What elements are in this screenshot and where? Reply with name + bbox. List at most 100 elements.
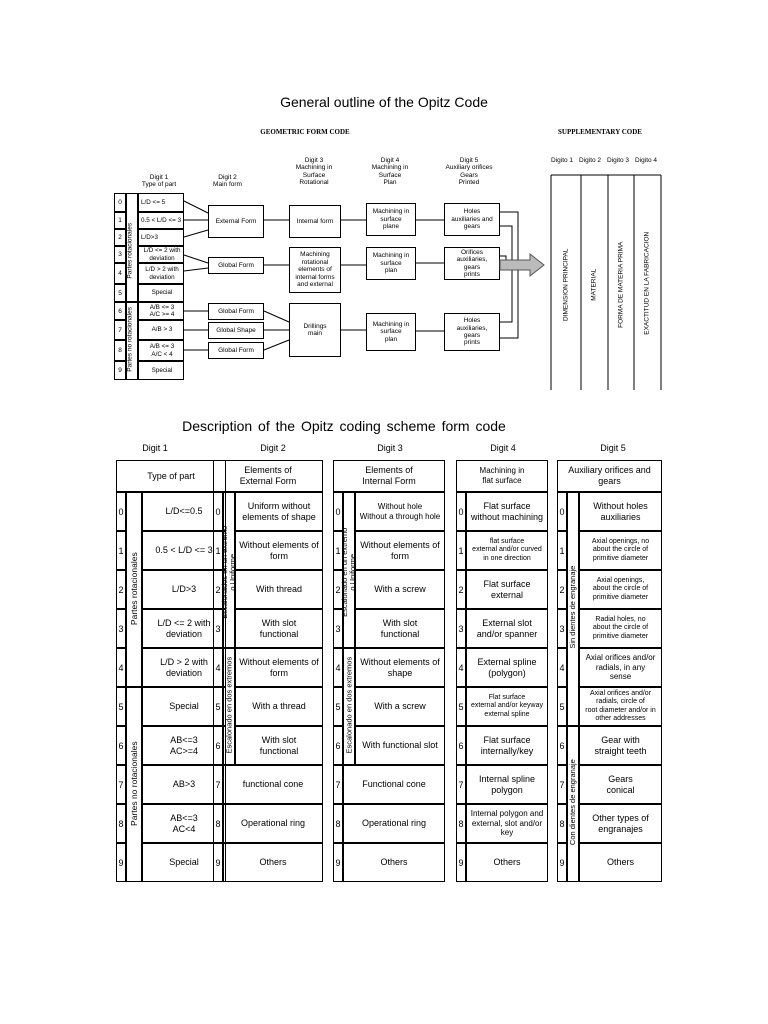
- bottom-row-number: 5: [333, 687, 343, 726]
- bottom-row-number: 4: [557, 648, 567, 687]
- supp-digit-2: Digito 2: [579, 157, 602, 164]
- top-row-criteria: Special: [138, 284, 184, 302]
- bottom-cell: Without elements of shape: [355, 648, 445, 687]
- bottom-row-number: 7: [456, 765, 466, 804]
- supp-digit-4: Digito 4: [635, 157, 658, 164]
- bottom-cell: AB<=3 AC<4: [142, 804, 226, 843]
- top-row-number: 7: [114, 320, 126, 340]
- supplementary-frame: [550, 174, 662, 390]
- digit3-label: Digit 3 Machining in Surface Rotational: [295, 157, 333, 187]
- bottom-row-number: 5: [213, 687, 223, 726]
- bottom-row-number: 7: [116, 765, 126, 804]
- bottom-row-number: 6: [333, 726, 343, 765]
- bottom-cell: Operational ring: [223, 804, 323, 843]
- d2-global-form-box: Global Form: [208, 257, 264, 274]
- bottom-cell: L/D > 2 with deviation: [142, 648, 226, 687]
- top-row-criteria: L/D>3: [138, 229, 184, 246]
- bottom-row-number: 0: [456, 492, 466, 531]
- bottom-row-number: 5: [116, 687, 126, 726]
- bottom-row-number: 9: [213, 843, 223, 882]
- bottom-cell: With slot functional: [235, 726, 323, 765]
- bottom-cell: Without hole Without a through hole: [355, 492, 445, 531]
- bottom-digit-label: Digit 4: [490, 443, 516, 453]
- bottom-cell: functional cone: [223, 765, 323, 804]
- bottom-group-frame: [223, 648, 235, 765]
- bottom-column-header: Elements of External Form: [213, 460, 323, 492]
- bottom-row-number: 6: [557, 726, 567, 765]
- d3-machining-rotational-box: Machining rotational elements of interna…: [289, 247, 341, 293]
- bottom-row-number: 5: [557, 687, 567, 726]
- top-row-criteria: L/D > 2 with deviation: [138, 263, 184, 284]
- bottom-group-label: Sin dientes de engranaje: [567, 565, 577, 649]
- bottom-group-label: Escalonado en dos extremos: [223, 656, 233, 753]
- bottom-row-number: 4: [333, 648, 343, 687]
- d2-external-form-box: External Form: [208, 205, 264, 238]
- bottom-row-number: 3: [557, 609, 567, 648]
- top-row-number: 3: [114, 246, 126, 263]
- bottom-row-number: 8: [557, 804, 567, 843]
- bottom-cell: Others: [343, 843, 445, 882]
- d2-global-form-box-2: Global Form: [208, 303, 264, 320]
- bottom-row-number: 6: [456, 726, 466, 765]
- supp-digit-1: Digito 1: [551, 157, 574, 164]
- bottom-row-number: 9: [116, 843, 126, 882]
- bottom-group-frame: [567, 726, 579, 882]
- bottom-cell: With slot functional: [235, 609, 323, 648]
- bottom-row-number: 9: [456, 843, 466, 882]
- top-row-number: 0: [114, 193, 126, 212]
- bottom-cell: With a screw: [355, 570, 445, 609]
- bottom-row-number: 3: [213, 609, 223, 648]
- top-row-number: 9: [114, 361, 126, 380]
- bottom-row-number: 3: [116, 609, 126, 648]
- bottom-row-number: 7: [557, 765, 567, 804]
- digit5-label: Digit 5 Auxiliary orifices Gears Printed: [445, 157, 493, 187]
- bottom-row-number: 2: [116, 570, 126, 609]
- bottom-cell: External slot and/or spanner: [466, 609, 548, 648]
- bottom-row-number: 8: [333, 804, 343, 843]
- bottom-cell: Others: [466, 843, 548, 882]
- bottom-cell: L/D <= 2 with deviation: [142, 609, 226, 648]
- d3-drillings-box: Drillings main: [289, 303, 341, 357]
- bottom-cell: External spline (polygon): [466, 648, 548, 687]
- bottom-group-label: Escalonados en un extremo o Uniforme: [219, 525, 237, 619]
- d5-orifices-box: Orifices auxiliaries, gears prints: [444, 247, 500, 280]
- bottom-cell: Uniform without elements of shape: [235, 492, 323, 531]
- d2-global-form-box-3: Global Form: [208, 342, 264, 359]
- bottom-group-frame: [567, 492, 579, 726]
- bottom-digit-label: Digit 3: [377, 443, 403, 453]
- bottom-cell: Flat surface internally/key: [466, 726, 548, 765]
- supp-vertical-2: MATERIAL: [590, 268, 598, 301]
- bottom-group-frame: [223, 492, 235, 648]
- bottom-row-number: 2: [456, 570, 466, 609]
- top-row-number: 4: [114, 263, 126, 284]
- bottom-row-number: 1: [116, 531, 126, 570]
- bottom-cell: Without holes auxiliaries: [579, 492, 662, 531]
- bottom-row-number: 3: [456, 609, 466, 648]
- bottom-row-number: 4: [456, 648, 466, 687]
- bottom-row-number: 2: [557, 570, 567, 609]
- d5-holes-prints-box: Holes auxiliaries, gears prints: [444, 313, 500, 351]
- supp-vertical-3: FORMA DE MATERIA PRIMA: [617, 241, 625, 328]
- bottom-cell: Others: [223, 843, 323, 882]
- bottom-group-label: Partes rotacionales: [128, 551, 139, 625]
- bottom-cell: Flat surface without machining: [466, 492, 548, 531]
- bottom-cell: L/D<=0.5: [142, 492, 226, 531]
- bottom-cell: Without elements of form: [235, 531, 323, 570]
- bottom-cell: Flat surface external and/or keyway exte…: [466, 687, 548, 726]
- bottom-row-number: 7: [333, 765, 343, 804]
- top-row-criteria: Special: [138, 361, 184, 380]
- supp-vertical-4: EXACTITUD EN LA FABRICACION: [643, 231, 651, 335]
- bottom-digit-label: Digit 2: [260, 443, 286, 453]
- bottom-cell: 0.5 < L/D <= 3: [142, 531, 226, 570]
- bottom-row-number: 6: [116, 726, 126, 765]
- d4-machining-plan-box-2: Machining in surface plan: [366, 313, 416, 351]
- digit1-label: Digit 1 Type of part: [141, 174, 177, 189]
- bottom-row-number: 9: [333, 843, 343, 882]
- bottom-cell: With a screw: [355, 687, 445, 726]
- flow-connectors: [183, 200, 545, 351]
- d4-machining-plane-box: Machining in surface plane: [366, 203, 416, 236]
- bottom-row-number: 8: [116, 804, 126, 843]
- bottom-cell: flat surface external and/or curved in o…: [466, 531, 548, 570]
- bottom-row-number: 1: [456, 531, 466, 570]
- bottom-digit-label: Digit 1: [142, 443, 168, 453]
